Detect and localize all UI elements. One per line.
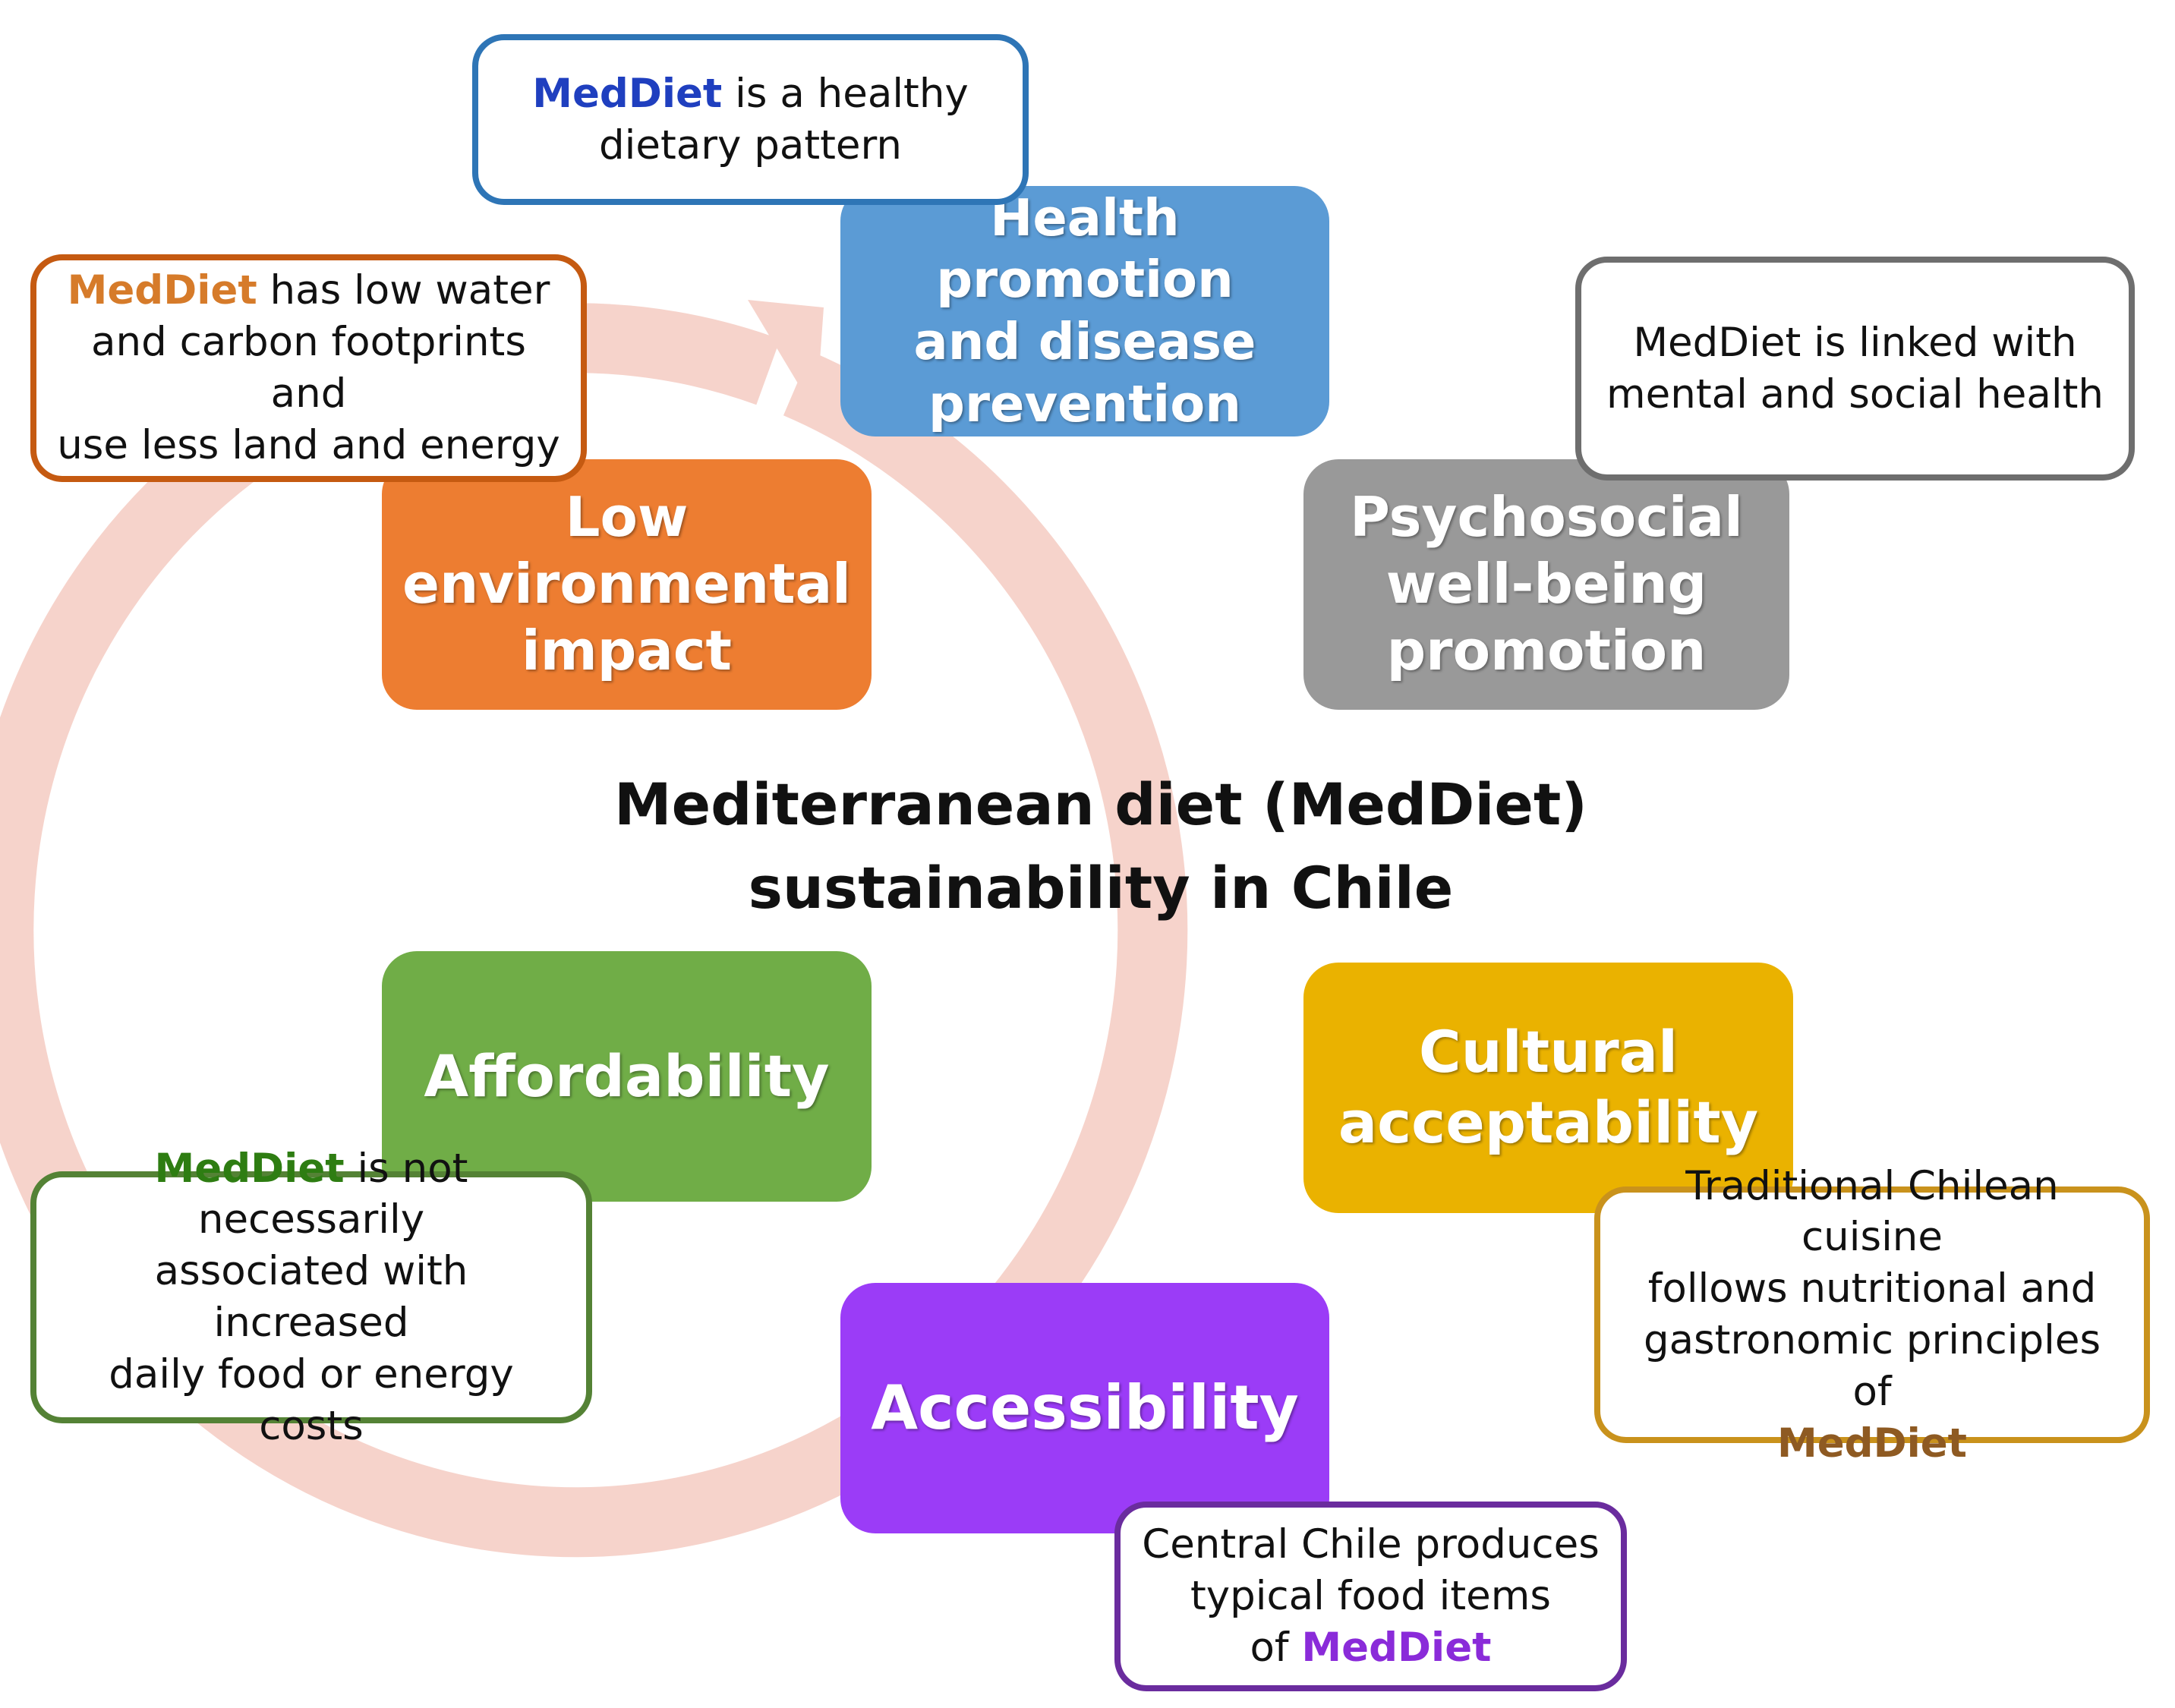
note-accessibility-line2: typical food items — [1190, 1573, 1552, 1620]
diagram-title-line1: Mediterranean diet (MedDiet) — [613, 770, 1588, 838]
pillar-accessibility-label: Accessibility — [871, 1372, 1299, 1444]
note-cultural-line2: follows nutritional and — [1647, 1265, 2097, 1313]
pillar-cultural-line1: Cultural — [1418, 1018, 1679, 1086]
note-cultural: Traditional Chilean cuisine follows nutr… — [1594, 1163, 2150, 1467]
pillar-cultural-line2: acceptability — [1338, 1089, 1759, 1156]
note-cultural-line1: Traditional Chilean cuisine — [1685, 1162, 2059, 1261]
pillar-health-line2: and disease — [913, 312, 1256, 371]
note-health-keyword: MedDiet — [532, 70, 723, 117]
pillar-psychosocial-line1: Psychosocial — [1350, 485, 1743, 550]
note-cultural-line3: gastronomic principles of — [1643, 1317, 2101, 1415]
note-environmental-line2: and carbon footprints and — [91, 319, 526, 417]
pillar-psychosocial-line3: promotion — [1386, 618, 1707, 682]
note-psychosocial-line1: MedDiet is linked with — [1633, 319, 2077, 366]
note-affordability: MedDiet is not necessarily associated wi… — [30, 1145, 592, 1449]
note-psychosocial: MedDiet is linked with mental and social… — [1575, 257, 2135, 481]
note-accessibility: Central Chile produces typical food item… — [1114, 1502, 1627, 1691]
pillar-low-environmental-impact: Low environmental impact — [382, 459, 872, 710]
pillar-environmental-line1: Low — [565, 485, 689, 550]
pillar-environmental-line3: impact — [522, 618, 732, 682]
note-health-line2: dietary pattern — [599, 121, 902, 169]
pillar-health-promotion: Health promotion and disease prevention — [840, 186, 1329, 436]
cycle-arrow-head — [748, 300, 824, 414]
note-health-line1: is a healthy — [722, 70, 969, 117]
note-affordability-line1: is not necessarily — [197, 1145, 468, 1243]
pillar-affordability-label: Affordability — [424, 1042, 830, 1110]
pillar-environmental-line2: environmental — [402, 552, 851, 616]
pillar-psychosocial-wellbeing: Psychosocial well-being promotion — [1303, 459, 1789, 710]
note-accessibility-line3: of — [1250, 1624, 1302, 1671]
note-accessibility-keyword: MedDiet — [1301, 1624, 1492, 1671]
diagram-title-line2: sustainability in Chile — [748, 854, 1454, 922]
note-health: MedDiet is a healthy dietary pattern — [472, 34, 1029, 205]
note-affordability-keyword: MedDiet — [154, 1145, 345, 1192]
note-environmental: MedDiet has low water and carbon footpri… — [30, 254, 587, 482]
note-accessibility-line1: Central Chile produces — [1142, 1521, 1600, 1568]
note-environmental-line1: has low water — [257, 267, 550, 314]
pillar-health-line1: Health promotion — [936, 188, 1234, 310]
note-cultural-keyword: MedDiet — [1776, 1420, 1968, 1467]
note-environmental-keyword: MedDiet — [67, 267, 257, 314]
note-affordability-line3: daily food or energy costs — [109, 1350, 514, 1449]
diagram-title: Mediterranean diet (MedDiet) sustainabil… — [531, 763, 1670, 930]
pillar-accessibility: Accessibility — [840, 1283, 1329, 1533]
pillar-cultural-acceptability: Cultural acceptability — [1303, 963, 1793, 1213]
note-affordability-line2: associated with increased — [154, 1248, 468, 1346]
pillar-psychosocial-line2: well-being — [1385, 552, 1707, 616]
note-environmental-line3: use less land and energy — [57, 421, 560, 468]
pillar-affordability: Affordability — [382, 951, 872, 1202]
pillar-health-line3: prevention — [928, 373, 1241, 433]
note-psychosocial-line2: mental and social health — [1606, 370, 2104, 418]
